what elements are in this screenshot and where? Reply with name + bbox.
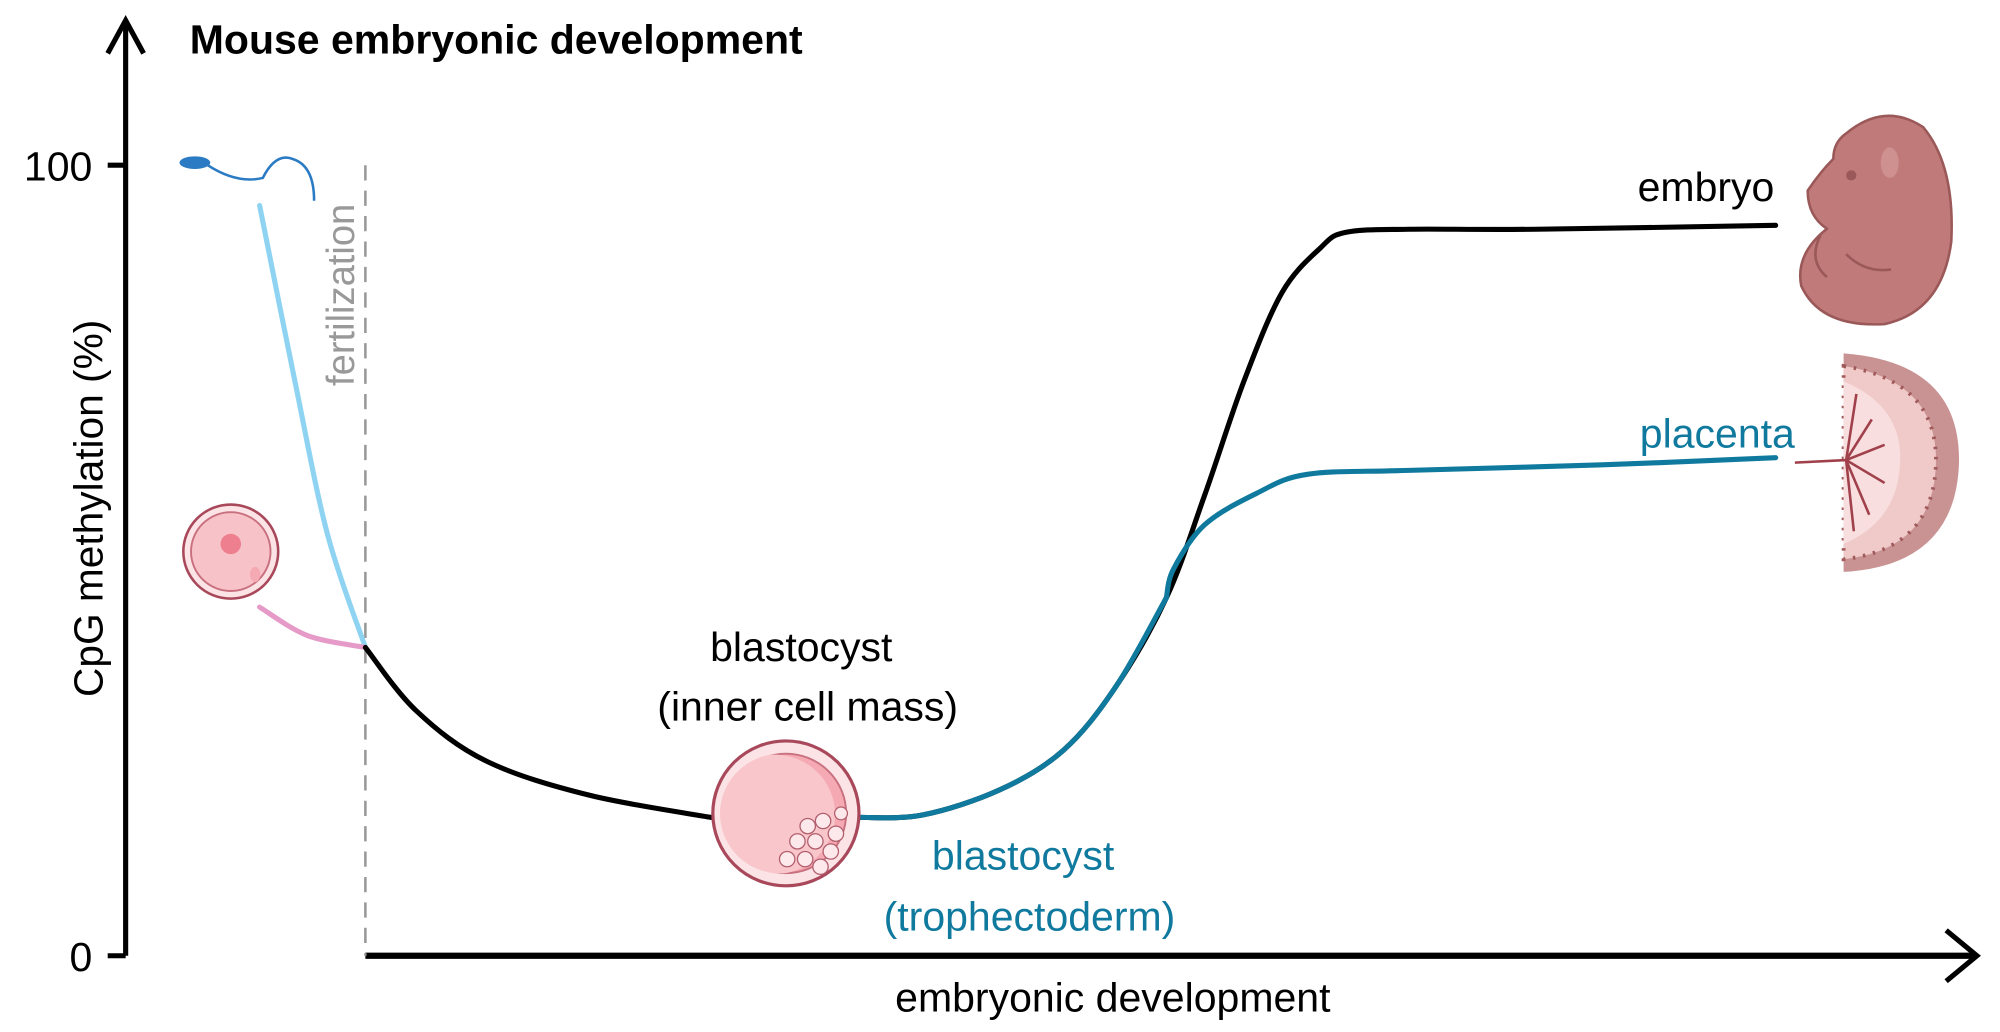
embryo-label: embryo (1638, 164, 1775, 210)
sperm-icon (179, 156, 316, 201)
series-line-sperm (257, 202, 368, 650)
fertilization-label: fertilization (320, 204, 363, 386)
placenta-label: placenta (1640, 411, 1795, 457)
embryo-icon (1799, 114, 1953, 326)
blastocyst-icon (711, 739, 861, 888)
placenta-icon (1794, 353, 1960, 572)
x-axis-label: embryonic development (895, 975, 1331, 1021)
y-axis-arrow (105, 14, 146, 55)
series-line-trophectoderm (856, 595, 1169, 821)
chart-title: Mouse embryonic development (190, 17, 803, 63)
series-line-oocyte (257, 604, 368, 650)
te-label-2: (trophectoderm) (884, 893, 1176, 939)
y-tick-label-100: 100 (24, 144, 92, 190)
te-label-1: blastocyst (932, 832, 1115, 878)
y-tick-label-0: 0 (69, 934, 92, 980)
oocyte-icon (182, 503, 280, 600)
series-line-inner-cell-mass (362, 644, 714, 820)
icm-label-1: blastocyst (710, 624, 893, 670)
series-line-placenta (1163, 455, 1779, 601)
icm-label-2: (inner cell mass) (657, 684, 958, 730)
y-axis-label: CpG methylation (%) (65, 320, 111, 697)
series-line-embryo (856, 222, 1779, 821)
x-axis-arrow (1944, 928, 1981, 984)
